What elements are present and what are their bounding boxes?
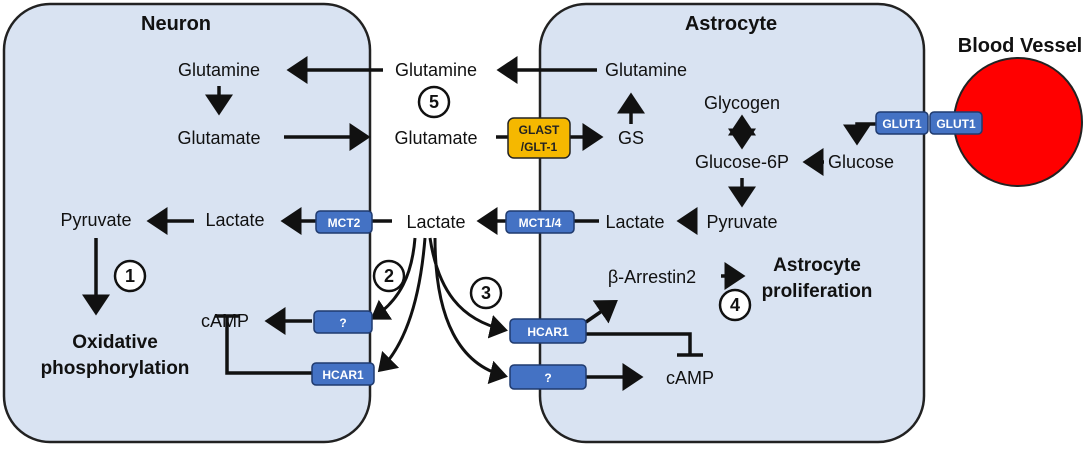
beta-arrestin2: β-Arrestin2 [608,267,696,287]
oxphos-label-2: phosphorylation [41,358,190,379]
glast-transporter: GLAST /GLT-1 [507,117,571,159]
step-2-number: 2 [384,266,394,286]
astrocyte-glutamine: Glutamine [605,60,687,80]
arrow-glut1-to-glucose [843,122,876,146]
astrocyte-title: Astrocyte [685,13,777,35]
neuron-camp: cAMP [201,311,249,331]
glast-label-1: GLAST [519,123,560,137]
arrow-lactate-to-astro-receptor [433,237,508,385]
glut1-transporter-astrocyte: GLUT1 [875,111,929,135]
astro-unknown-label: ? [544,371,551,385]
neuron-hcar1-receptor: HCAR1 [311,362,375,386]
glut1-label-b: GLUT1 [936,117,976,131]
neuron-unknown-receptor: ? [313,310,373,334]
extracellular-lactate: Lactate [406,212,465,232]
glut1-label-a: GLUT1 [882,117,922,131]
arrow-lactate-to-neuron-hcar1 [377,237,427,373]
neuron-hcar1-label: HCAR1 [322,368,364,382]
step-4-marker: 4 [718,288,752,322]
mct14-label: MCT1/4 [519,216,562,230]
neuron-unknown-label: ? [339,316,346,330]
mct14-transporter: MCT1/4 [505,210,575,234]
step-3-marker: 3 [469,276,503,310]
astrocyte-glucose6p: Glucose-6P [695,152,789,172]
astrocyte-lactate: Lactate [605,212,664,232]
extracellular-glutamine: Glutamine [395,60,477,80]
step-1-number: 1 [125,266,135,286]
oxphos-label-1: Oxidative [72,332,158,353]
astrocyte-unknown-receptor: ? [509,364,587,390]
step-1-marker: 1 [113,259,147,293]
neuron-glutamate: Glutamate [177,128,260,148]
step-5-marker: 5 [417,85,451,119]
proliferation-label-1: Astrocyte [773,255,861,276]
vessel-title: Blood Vessel [958,35,1083,57]
astrocyte-gs: GS [618,128,644,148]
neuron-pyruvate: Pyruvate [60,210,131,230]
arrow-hcar1-to-arrestin [585,300,618,324]
mct2-transporter: MCT2 [315,210,373,234]
astrocyte-glucose: Glucose [828,152,894,172]
arrow-lactate-to-neuron-receptor [370,237,417,320]
neuron-glutamine: Glutamine [178,60,260,80]
step-2-marker: 2 [372,259,406,293]
mct2-label: MCT2 [328,216,361,230]
astrocyte-camp: cAMP [666,368,714,388]
astro-hcar1-label: HCAR1 [527,325,569,339]
astrocyte-glycogen: Glycogen [704,93,780,113]
step-5-number: 5 [429,92,439,112]
step-3-number: 3 [481,283,491,303]
neuron-title: Neuron [141,13,211,35]
neuron-lactate: Lactate [205,210,264,230]
astrocyte-hcar1-receptor: HCAR1 [509,318,587,344]
glast-label-2: /GLT-1 [521,140,558,154]
inhibit-hcar1-oxphos [225,316,312,375]
extracellular-glutamate: Glutamate [394,128,477,148]
step-4-number: 4 [730,295,740,315]
glut1-transporter-vessel: GLUT1 [929,111,983,135]
arrow-lactate-to-astro-hcar1 [428,237,508,339]
proliferation-label-2: proliferation [762,281,873,302]
astrocyte-pyruvate: Pyruvate [706,212,777,232]
inhibit-hcar1-camp [586,332,692,355]
